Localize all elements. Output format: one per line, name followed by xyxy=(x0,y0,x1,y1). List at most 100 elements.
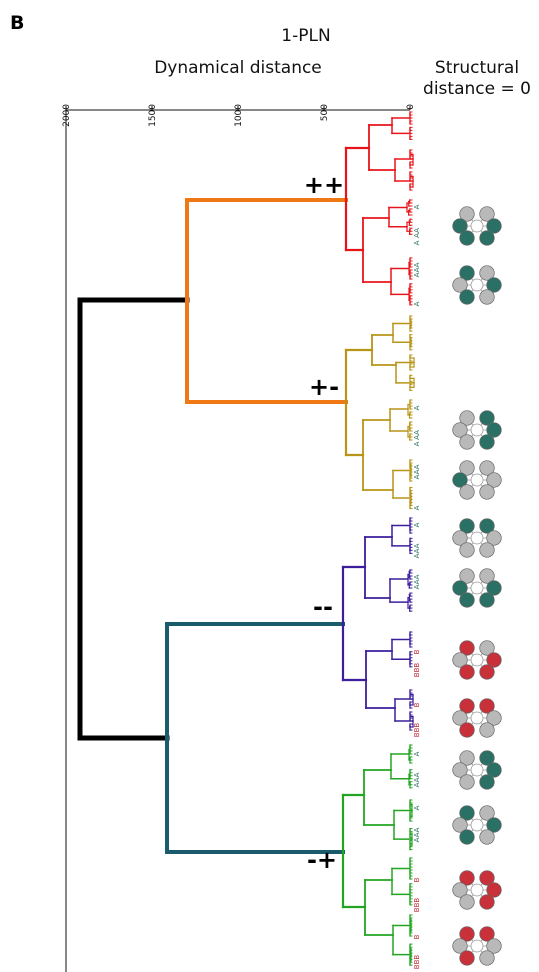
axis-tick-label: 1000 xyxy=(234,104,244,127)
motif-node xyxy=(459,829,475,845)
structural-header-line-2: distance = 0 xyxy=(423,79,531,99)
axis-tick-label: 500 xyxy=(320,104,330,121)
x-axis-label: Dynamical distance xyxy=(154,58,322,78)
motif-hub xyxy=(470,581,484,595)
motif-node xyxy=(486,580,502,596)
structural-motif xyxy=(452,640,502,680)
motif-node xyxy=(486,277,502,293)
motif-node xyxy=(459,518,475,534)
structural-motif xyxy=(452,265,502,305)
motif-node xyxy=(486,710,502,726)
motif-node xyxy=(459,542,475,558)
motif-node xyxy=(479,664,495,680)
leaf-marker-label: A xyxy=(413,240,421,245)
motif-node xyxy=(479,926,495,942)
motif-node xyxy=(459,894,475,910)
motif-node xyxy=(459,484,475,500)
leaf-marker-label: B xyxy=(413,649,421,654)
motif-node xyxy=(479,410,495,426)
motif-node xyxy=(452,762,468,778)
motif-node xyxy=(459,230,475,246)
dendrogram-tree xyxy=(77,111,415,966)
motif-node xyxy=(479,894,495,910)
motif-node xyxy=(452,710,468,726)
motif-node xyxy=(459,698,475,714)
motif-node xyxy=(486,938,502,954)
motif-node xyxy=(459,870,475,886)
motif-hub xyxy=(470,818,484,832)
leaf-marker-label: A xyxy=(413,204,421,209)
structural-motif xyxy=(452,870,502,910)
motif-node xyxy=(486,218,502,234)
leaf-marker-label: A xyxy=(413,522,421,527)
motif-node xyxy=(479,484,495,500)
motif-node xyxy=(486,882,502,898)
motif-node xyxy=(459,774,475,790)
motif-node xyxy=(479,542,495,558)
leaf-marker-label: A xyxy=(413,805,421,810)
motif-hub xyxy=(470,939,484,953)
motif-hub xyxy=(470,763,484,777)
structural-motif xyxy=(452,410,502,450)
motif-node xyxy=(479,805,495,821)
motif-node xyxy=(479,774,495,790)
structural-motif xyxy=(452,518,502,558)
motif-node xyxy=(479,434,495,450)
motif-node xyxy=(452,938,468,954)
leaf-marker-label: B xyxy=(413,877,421,882)
leaf-marker-label: A xyxy=(413,301,421,306)
motif-node xyxy=(479,870,495,886)
motif-node xyxy=(486,652,502,668)
leaf-marker-label: B xyxy=(413,934,421,939)
structural-motif xyxy=(452,206,502,246)
motif-node xyxy=(452,277,468,293)
leaf-marker-label: A xyxy=(413,405,421,410)
leaf-marker-label: BBB xyxy=(413,955,421,970)
motif-node xyxy=(459,664,475,680)
leaf-marker-label: A xyxy=(413,441,421,446)
motif-hub xyxy=(470,473,484,487)
leaf-marker-label: AAA xyxy=(413,262,421,277)
motif-node xyxy=(479,950,495,966)
cluster-label-minus-minus: -- xyxy=(313,593,333,621)
motif-hub xyxy=(470,531,484,545)
motif-node xyxy=(479,750,495,766)
axis-tick-label: 0 xyxy=(406,104,416,110)
leaf-marker-label: AAA xyxy=(413,827,421,842)
panel-letter: B xyxy=(10,12,24,34)
motif-node xyxy=(479,518,495,534)
structural-motif xyxy=(452,460,502,500)
structural-motif xyxy=(452,750,502,790)
cluster-label-plus-plus: ++ xyxy=(304,171,344,199)
leaf-marker-label: AA xyxy=(413,430,421,440)
cluster-label-minus-plus: -+ xyxy=(307,846,337,874)
leaf-marker-label: A xyxy=(413,505,421,510)
cluster-label-plus-minus: +- xyxy=(309,373,339,401)
motif-hub xyxy=(470,423,484,437)
motif-node xyxy=(479,722,495,738)
structural-header-line-1: Structural xyxy=(435,58,519,78)
leaf-marker-label: B xyxy=(413,702,421,707)
motif-node xyxy=(486,422,502,438)
motif-node xyxy=(479,592,495,608)
leaf-marker-label: AAA xyxy=(413,464,421,479)
leaf-markers: AAAAAAAAAAAAAAAAAAAAAAABBBBBBBBAAAAAAAAB… xyxy=(413,204,421,969)
motif-node xyxy=(486,817,502,833)
motif-node xyxy=(452,422,468,438)
motif-node xyxy=(479,829,495,845)
motif-node xyxy=(459,950,475,966)
motif-node xyxy=(459,460,475,476)
figure-title: 1-PLN xyxy=(281,26,330,46)
motif-node xyxy=(479,265,495,281)
motif-node xyxy=(459,568,475,584)
motif-node xyxy=(459,640,475,656)
axis-tick-label: 1500 xyxy=(148,104,158,127)
motif-hub xyxy=(470,883,484,897)
leaf-marker-label: AAA xyxy=(413,543,421,558)
motif-node xyxy=(479,640,495,656)
motif-node xyxy=(459,805,475,821)
motif-node xyxy=(459,722,475,738)
motif-node xyxy=(479,289,495,305)
